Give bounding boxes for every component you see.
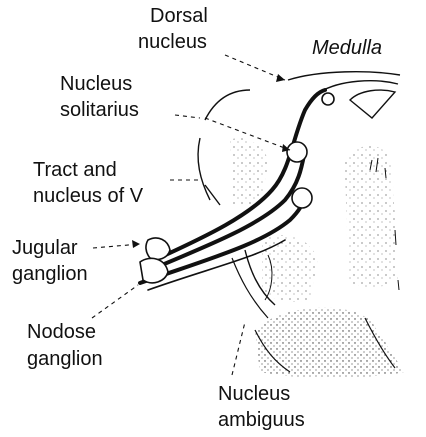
jugular-ganglion-label-line2: ganglion [12, 262, 88, 286]
nodose-ganglion-label-line1: Nodose [27, 320, 96, 344]
dorsal-nucleus-circle [292, 188, 312, 208]
nodose-ganglion-leader [92, 285, 138, 318]
dorsal-nucleus-small-circle [322, 93, 334, 105]
nucleus-ambiguus-label-line1: Nucleus [218, 382, 290, 406]
medulla-label: Medulla [312, 36, 382, 60]
nucleus-solitarius-circle [287, 142, 307, 162]
ganglia [140, 238, 170, 283]
tract-nucleus-v-label-line1: Tract and [33, 158, 117, 182]
medulla-stipple-right [345, 146, 399, 290]
tract-nucleus-v-label-line2: nucleus of V [33, 184, 143, 208]
nucleus-ambiguus-label-line2: ambiguus [218, 408, 305, 432]
dorsal-nucleus-label-line1: Dorsal [150, 4, 208, 28]
dorsal-nucleus-label-line2: nucleus [138, 30, 207, 54]
jugular-ganglion-shape [146, 238, 170, 260]
jugular-ganglion-label-line1: Jugular [12, 236, 78, 260]
nucleus-solitarius-leader-a [175, 115, 200, 118]
dorsal-nucleus-leader [225, 55, 285, 80]
nucleus-ambiguus-leader [232, 322, 245, 375]
nucleus-solitarius-label-line2: solitarius [60, 98, 139, 122]
nodose-ganglion-label-line2: ganglion [27, 347, 103, 371]
medulla-stipple-center [230, 138, 318, 302]
nucleus-ambiguus-region [255, 308, 405, 378]
nucleus-solitarius-label-line1: Nucleus [60, 72, 132, 96]
